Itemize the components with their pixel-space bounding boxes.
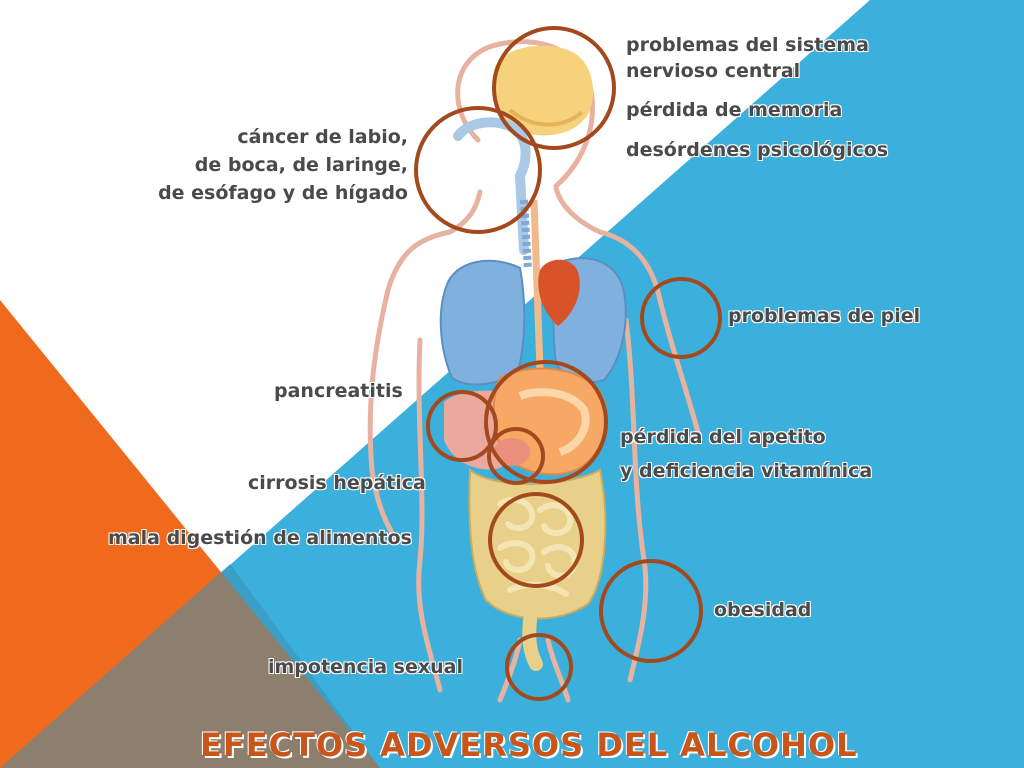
label-apetito-line2: y deficiencia vitamínica: [620, 460, 873, 482]
label-obesidad: obesidad: [714, 599, 812, 621]
label-cancer-line3: de esófago y de hígado: [158, 182, 408, 204]
brain: [492, 45, 594, 136]
body-silhouette: [367, 39, 703, 703]
trachea: [520, 199, 532, 271]
circle-skin: [640, 277, 722, 359]
label-mala-digestion: mala digestión de alimentos: [108, 527, 412, 549]
circle-reproductive: [505, 633, 573, 701]
background-overlap-shade: [0, 564, 380, 768]
circle-pancreas: [426, 390, 498, 462]
label-sistema-nervioso-line2: nervioso central: [626, 60, 801, 82]
heart: [538, 259, 580, 326]
throat: [453, 117, 531, 255]
label-pancreatitis: pancreatitis: [274, 380, 403, 402]
gallbladder: [494, 438, 530, 466]
brain-shadow: [508, 108, 584, 127]
neck-left: [447, 189, 483, 235]
highlight-circles: [414, 26, 722, 701]
label-desordenes-psicologicos: desórdenes psicológicos: [626, 139, 889, 161]
label-cirrosis-hepatica: cirrosis hepática: [248, 472, 426, 494]
label-sistema-nervioso-line1: problemas del sistema: [626, 34, 869, 56]
shoulder-left: [367, 229, 453, 473]
torso-right: [623, 317, 649, 683]
rectum: [522, 613, 543, 671]
circle-brain: [492, 26, 616, 150]
leg-inner-left: [497, 637, 523, 703]
label-apetito-line1: pérdida del apetito: [620, 426, 826, 448]
esophagus: [530, 199, 544, 371]
torso-left: [416, 337, 443, 693]
circle-liver: [487, 427, 545, 485]
lung-left: [439, 259, 526, 386]
circle-mouth-throat: [414, 106, 542, 234]
neck-right: [553, 185, 603, 235]
circle-obesity: [599, 559, 703, 663]
circle-stomach: [484, 360, 608, 484]
label-cancer-line1: cáncer de labio,: [237, 126, 408, 148]
circle-intestines: [488, 492, 584, 588]
leg-inner-right: [545, 637, 571, 703]
label-impotencia-sexual: impotencia sexual: [268, 656, 463, 678]
label-cancer-line2: de boca, de laringe,: [194, 154, 408, 176]
label-problemas-piel: problemas de piel: [728, 305, 921, 327]
label-perdida-memoria: pérdida de memoria: [626, 99, 843, 121]
slide-title: EFECTOS ADVERSOS DEL ALCOHOL: [200, 726, 858, 764]
arm-left: [369, 467, 399, 543]
stomach-inner: [518, 388, 590, 456]
shoulder-right: [597, 229, 703, 443]
